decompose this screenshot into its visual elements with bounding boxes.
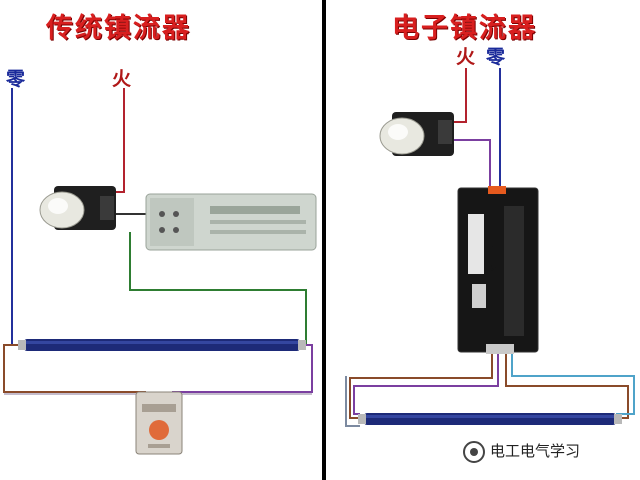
ballast-output-lightblue — [511, 352, 635, 415]
starter — [135, 391, 183, 455]
ballast-output-brown — [349, 352, 493, 419]
electronic-wiring-diagram: PHILIPS — [345, 68, 635, 427]
live-label-left: 火 — [112, 68, 132, 90]
watermark-text: 电工电气学习 — [490, 442, 581, 460]
ballast-output-purple — [353, 352, 499, 415]
traditional-ballast-title: 传统镇流器 — [46, 13, 191, 44]
live-wire — [104, 88, 125, 193]
neutral-label-right: 零 — [486, 46, 506, 68]
switch-to-ballast-wire-right — [448, 139, 491, 188]
wechat-official-account-icon — [463, 441, 485, 463]
fluorescent-tube-left — [18, 339, 306, 351]
traditional-wiring-diagram — [3, 88, 317, 455]
electronic-ballast-panel: 电子镇流器 火 零 — [326, 0, 640, 480]
live-label-right: 火 — [456, 46, 476, 68]
ballast-output-gray — [345, 376, 360, 427]
fluorescent-tube-right — [358, 413, 622, 425]
ballast-brand-label: PHILIPS — [488, 236, 498, 271]
traditional-ballast — [145, 193, 317, 251]
neutral-label-left: 零 — [6, 68, 26, 90]
ballast-output-brown-right — [505, 352, 629, 419]
sensor-switch-left — [39, 186, 116, 230]
traditional-ballast-panel: 传统镇流器 零 火 — [0, 0, 322, 480]
starter-wire-right — [172, 344, 313, 393]
electronic-ballast-title: 电子镇流器 — [392, 13, 537, 44]
electronic-ballast — [457, 186, 539, 354]
sensor-switch-right — [379, 112, 454, 156]
neutral-wire — [11, 88, 30, 346]
starter-wire-left — [3, 344, 146, 393]
